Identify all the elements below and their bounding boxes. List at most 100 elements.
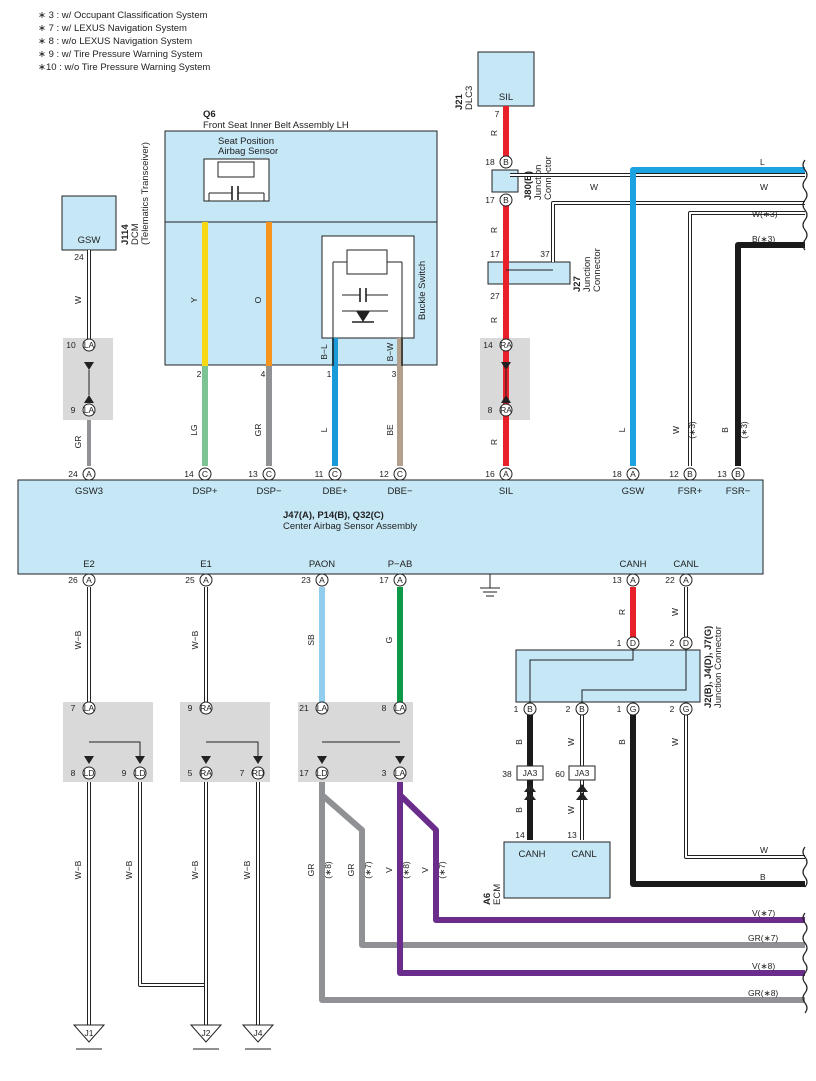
wl-bw: B−W bbox=[385, 343, 395, 362]
pin-c-205: C bbox=[202, 469, 208, 479]
wl-b-jc3: B bbox=[617, 739, 627, 745]
center-airbag-sensor-box bbox=[17, 479, 764, 575]
splice-num-17: 17 bbox=[299, 768, 309, 778]
jc-pin-d2: D bbox=[683, 638, 689, 648]
ja3-connector-1 bbox=[516, 765, 544, 781]
pin-c-335: C bbox=[332, 469, 338, 479]
pin-num-26a: 26 bbox=[68, 575, 78, 585]
pin-num-24a: 24 bbox=[68, 469, 78, 479]
j114-label: J114 DCM (Telematics Transceiver) bbox=[120, 142, 151, 245]
splice-num-5b: 5 bbox=[188, 768, 193, 778]
ecm-canh: CANH bbox=[519, 849, 546, 860]
ground-j2-label: J2 bbox=[202, 1028, 211, 1038]
jc-pin-b1: B bbox=[527, 704, 533, 714]
wl-w-ecm: W bbox=[566, 806, 576, 814]
wl-l-dbe: L bbox=[319, 427, 329, 432]
splice-ra-2: RA bbox=[500, 405, 512, 415]
j27-label: J27 Junction Connector bbox=[572, 248, 603, 292]
ja3-num-60: 60 bbox=[555, 769, 565, 779]
splice-num-8a: 8 bbox=[71, 768, 76, 778]
jc-num-2g: 2 bbox=[670, 704, 675, 714]
pin-a-b633: A bbox=[630, 575, 636, 585]
wl-r-1: R bbox=[489, 130, 499, 136]
splice-num-14: 14 bbox=[483, 340, 493, 350]
q6-name: Front Seat Inner Belt Assembly LH bbox=[203, 120, 349, 131]
svg-text:Junction Connector: Junction Connector bbox=[713, 626, 724, 708]
pin-num-13b: 13 bbox=[717, 469, 727, 479]
wl-wb-e2: W−B bbox=[73, 630, 83, 649]
pin-num-14c: 14 bbox=[184, 469, 194, 479]
splice-rd-1: RD bbox=[252, 768, 264, 778]
wl-s7-gr: (∗7) bbox=[363, 861, 373, 879]
svg-text:J80(B): J80(B) bbox=[523, 171, 534, 200]
wl-r-can: R bbox=[617, 609, 627, 615]
term-dsp-plus: DSP+ bbox=[192, 486, 218, 497]
pin-b-690: B bbox=[687, 469, 693, 479]
svg-text:Connector: Connector bbox=[592, 248, 603, 292]
wl-y: Y bbox=[189, 297, 199, 303]
splice-ra-3: RA bbox=[200, 703, 212, 713]
wl-r-4: R bbox=[489, 439, 499, 445]
wire-ends bbox=[802, 159, 808, 1014]
wl-b-fsr: B bbox=[720, 427, 730, 433]
ground-j4-label: J4 bbox=[254, 1028, 263, 1038]
note-3: ∗ 3 : w/ Occupant Classification System bbox=[38, 10, 208, 21]
jc-pin-d1: D bbox=[630, 638, 636, 648]
pin-num-13c: 13 bbox=[248, 469, 258, 479]
splice-ld-1: LD bbox=[84, 768, 95, 778]
ecm-box bbox=[503, 841, 611, 899]
wl-h-l: L bbox=[760, 157, 765, 167]
term-canh: CANH bbox=[620, 559, 647, 570]
wl-lg: LG bbox=[189, 424, 199, 435]
svg-text:J114: J114 bbox=[120, 224, 131, 245]
j27-pin-37: 37 bbox=[540, 249, 550, 259]
svg-text:(Telematics Transceiver): (Telematics Transceiver) bbox=[140, 142, 151, 245]
ecm-label: A6 ECM bbox=[482, 884, 503, 905]
wl-b-jc1: B bbox=[514, 739, 524, 745]
note-10: ∗10 : w/o Tire Pressure Warning System bbox=[38, 62, 210, 73]
svg-text:ECM: ECM bbox=[492, 884, 503, 905]
connector-arrows bbox=[84, 362, 588, 800]
pin-num-22a: 22 bbox=[665, 575, 675, 585]
wl-r-2: R bbox=[489, 227, 499, 233]
junction-connector-label: J2(B), J4(D), J7(G) Junction Connector bbox=[703, 626, 724, 708]
wl-bl: B−L bbox=[319, 344, 329, 360]
pin-b-j80-bot: B bbox=[503, 195, 509, 205]
pin-b-j80-top: B bbox=[503, 157, 509, 167]
wl-v-8: V bbox=[384, 867, 394, 873]
term-sil: SIL bbox=[499, 486, 513, 497]
wl-w-can: W bbox=[670, 608, 680, 616]
q6-sensor-label-2: Airbag Sensor bbox=[218, 146, 278, 157]
pin-num-12b: 12 bbox=[669, 469, 679, 479]
j21-pin-7: 7 bbox=[495, 109, 500, 119]
wl-wb-j2b: W−B bbox=[190, 860, 200, 879]
wl-gr-gsw3: GR bbox=[73, 436, 83, 449]
splice-num-9b: 9 bbox=[188, 703, 193, 713]
pin-a-506: A bbox=[503, 469, 509, 479]
q6-sensor-label-1: Seat Position bbox=[218, 136, 274, 147]
splice-num-7a: 7 bbox=[71, 703, 76, 713]
pin-num-12c: 12 bbox=[379, 469, 389, 479]
j21-terminal: SIL bbox=[499, 92, 513, 103]
pin-a-b400: A bbox=[397, 575, 403, 585]
wl-v-7: V bbox=[420, 867, 430, 873]
notes-legend: ∗ 3 : w/ Occupant Classification System … bbox=[38, 10, 210, 73]
pin-circles bbox=[82, 155, 745, 780]
term-fsr-plus: FSR+ bbox=[678, 486, 703, 497]
wl-g: G bbox=[384, 637, 394, 644]
splice-la-3: LA bbox=[84, 703, 95, 713]
term-canl: CANL bbox=[673, 559, 698, 570]
jc-num-2b: 2 bbox=[566, 704, 571, 714]
q6-pin-2: 2 bbox=[197, 369, 202, 379]
jc-pin-g1: G bbox=[630, 704, 637, 714]
splice-ld-3: LD bbox=[317, 768, 328, 778]
jc-pin-b2: B bbox=[579, 704, 585, 714]
q6-code: Q6 bbox=[203, 109, 216, 120]
note-8: ∗ 8 : w/o LEXUS Navigation System bbox=[38, 36, 192, 47]
wl-wb-e1: W−B bbox=[190, 630, 200, 649]
note-7: ∗ 7 : w/ LEXUS Navigation System bbox=[38, 23, 187, 34]
term-paon: PAON bbox=[309, 559, 335, 570]
pin-a-b206: A bbox=[203, 575, 209, 585]
wire-labels-horizontal: L W W W(∗3) B(∗3) W B V(∗7) GR(∗7) V(∗8)… bbox=[590, 157, 778, 998]
